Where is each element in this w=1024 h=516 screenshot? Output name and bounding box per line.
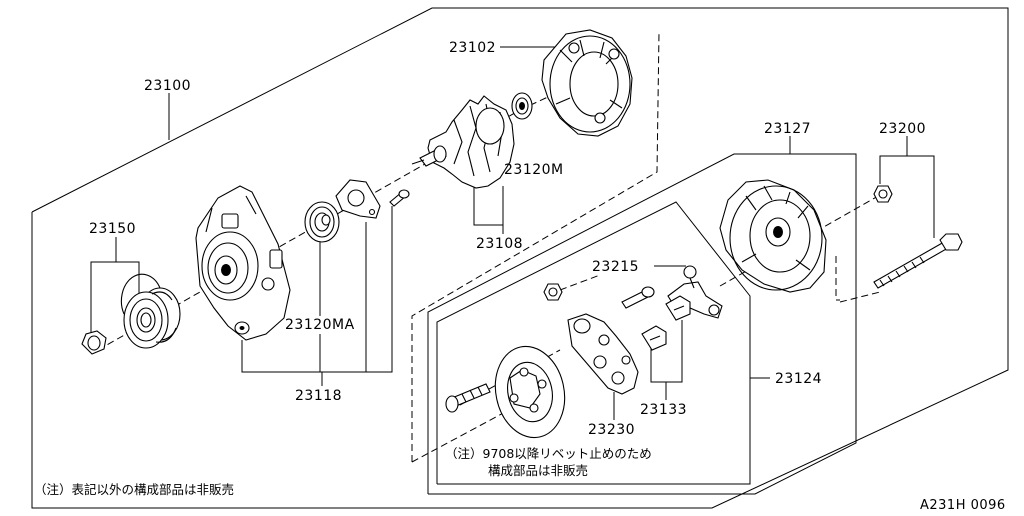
label-23200: 23200: [879, 121, 926, 137]
label-23127: 23127: [764, 121, 811, 137]
label-23124: 23124: [775, 371, 822, 387]
small-nut-icon: [543, 283, 563, 301]
label-23120m: 23120M: [504, 162, 564, 178]
brush-assembly-frame: [427, 153, 857, 495]
drawing-code: A231H 0096: [920, 498, 1006, 512]
label-23102: 23102: [449, 40, 496, 56]
label-23100: 23100: [144, 78, 191, 94]
notes: （注）9708以降リベット止めのため 構成部品は非販売 （注）表記以外の構成部品…: [34, 446, 652, 497]
rear-cover-icon: [541, 29, 633, 137]
rear-housing-icon: [719, 179, 827, 293]
label-23150: 23150: [89, 221, 136, 237]
brush-icon: [641, 295, 691, 351]
retainer-plate-icon: [335, 179, 381, 219]
rear-bearing-icon: [511, 92, 533, 120]
label-23118: 23118: [295, 388, 342, 404]
through-bolt-icon: [873, 233, 963, 289]
insulating-plate-icon: [494, 345, 566, 439]
inner-note-line1: （注）9708以降リベット止めのため: [445, 446, 652, 461]
front-housing-icon: [195, 185, 291, 341]
front-bearing-icon: [304, 201, 340, 243]
part-labels: 23100 23102 23150 23127 23200 23120M 231…: [89, 40, 926, 438]
regulator-screw-icon: [621, 286, 655, 309]
terminal-bolt-icon: [445, 383, 491, 413]
pulley-nut-icon: [81, 330, 107, 355]
bolt-nut-icon: [873, 185, 893, 203]
label-23230: 23230: [588, 422, 635, 438]
label-23120ma: 23120MA: [285, 317, 355, 333]
rotor-dashed-frame: [411, 31, 660, 463]
label-23215: 23215: [592, 259, 639, 275]
retainer-screw-icon: [389, 189, 410, 207]
label-23133: 23133: [640, 402, 687, 418]
inner-note-line2: 構成部品は非販売: [488, 463, 588, 478]
outer-note: （注）表記以外の構成部品は非販売: [34, 482, 234, 497]
pulley-icon: [120, 273, 181, 349]
rotor-icon: [411, 95, 515, 189]
rectifier-icon: [567, 313, 639, 395]
leader-lines: [90, 46, 935, 420]
outer-frame: [31, 7, 1009, 509]
label-23108: 23108: [476, 236, 523, 252]
